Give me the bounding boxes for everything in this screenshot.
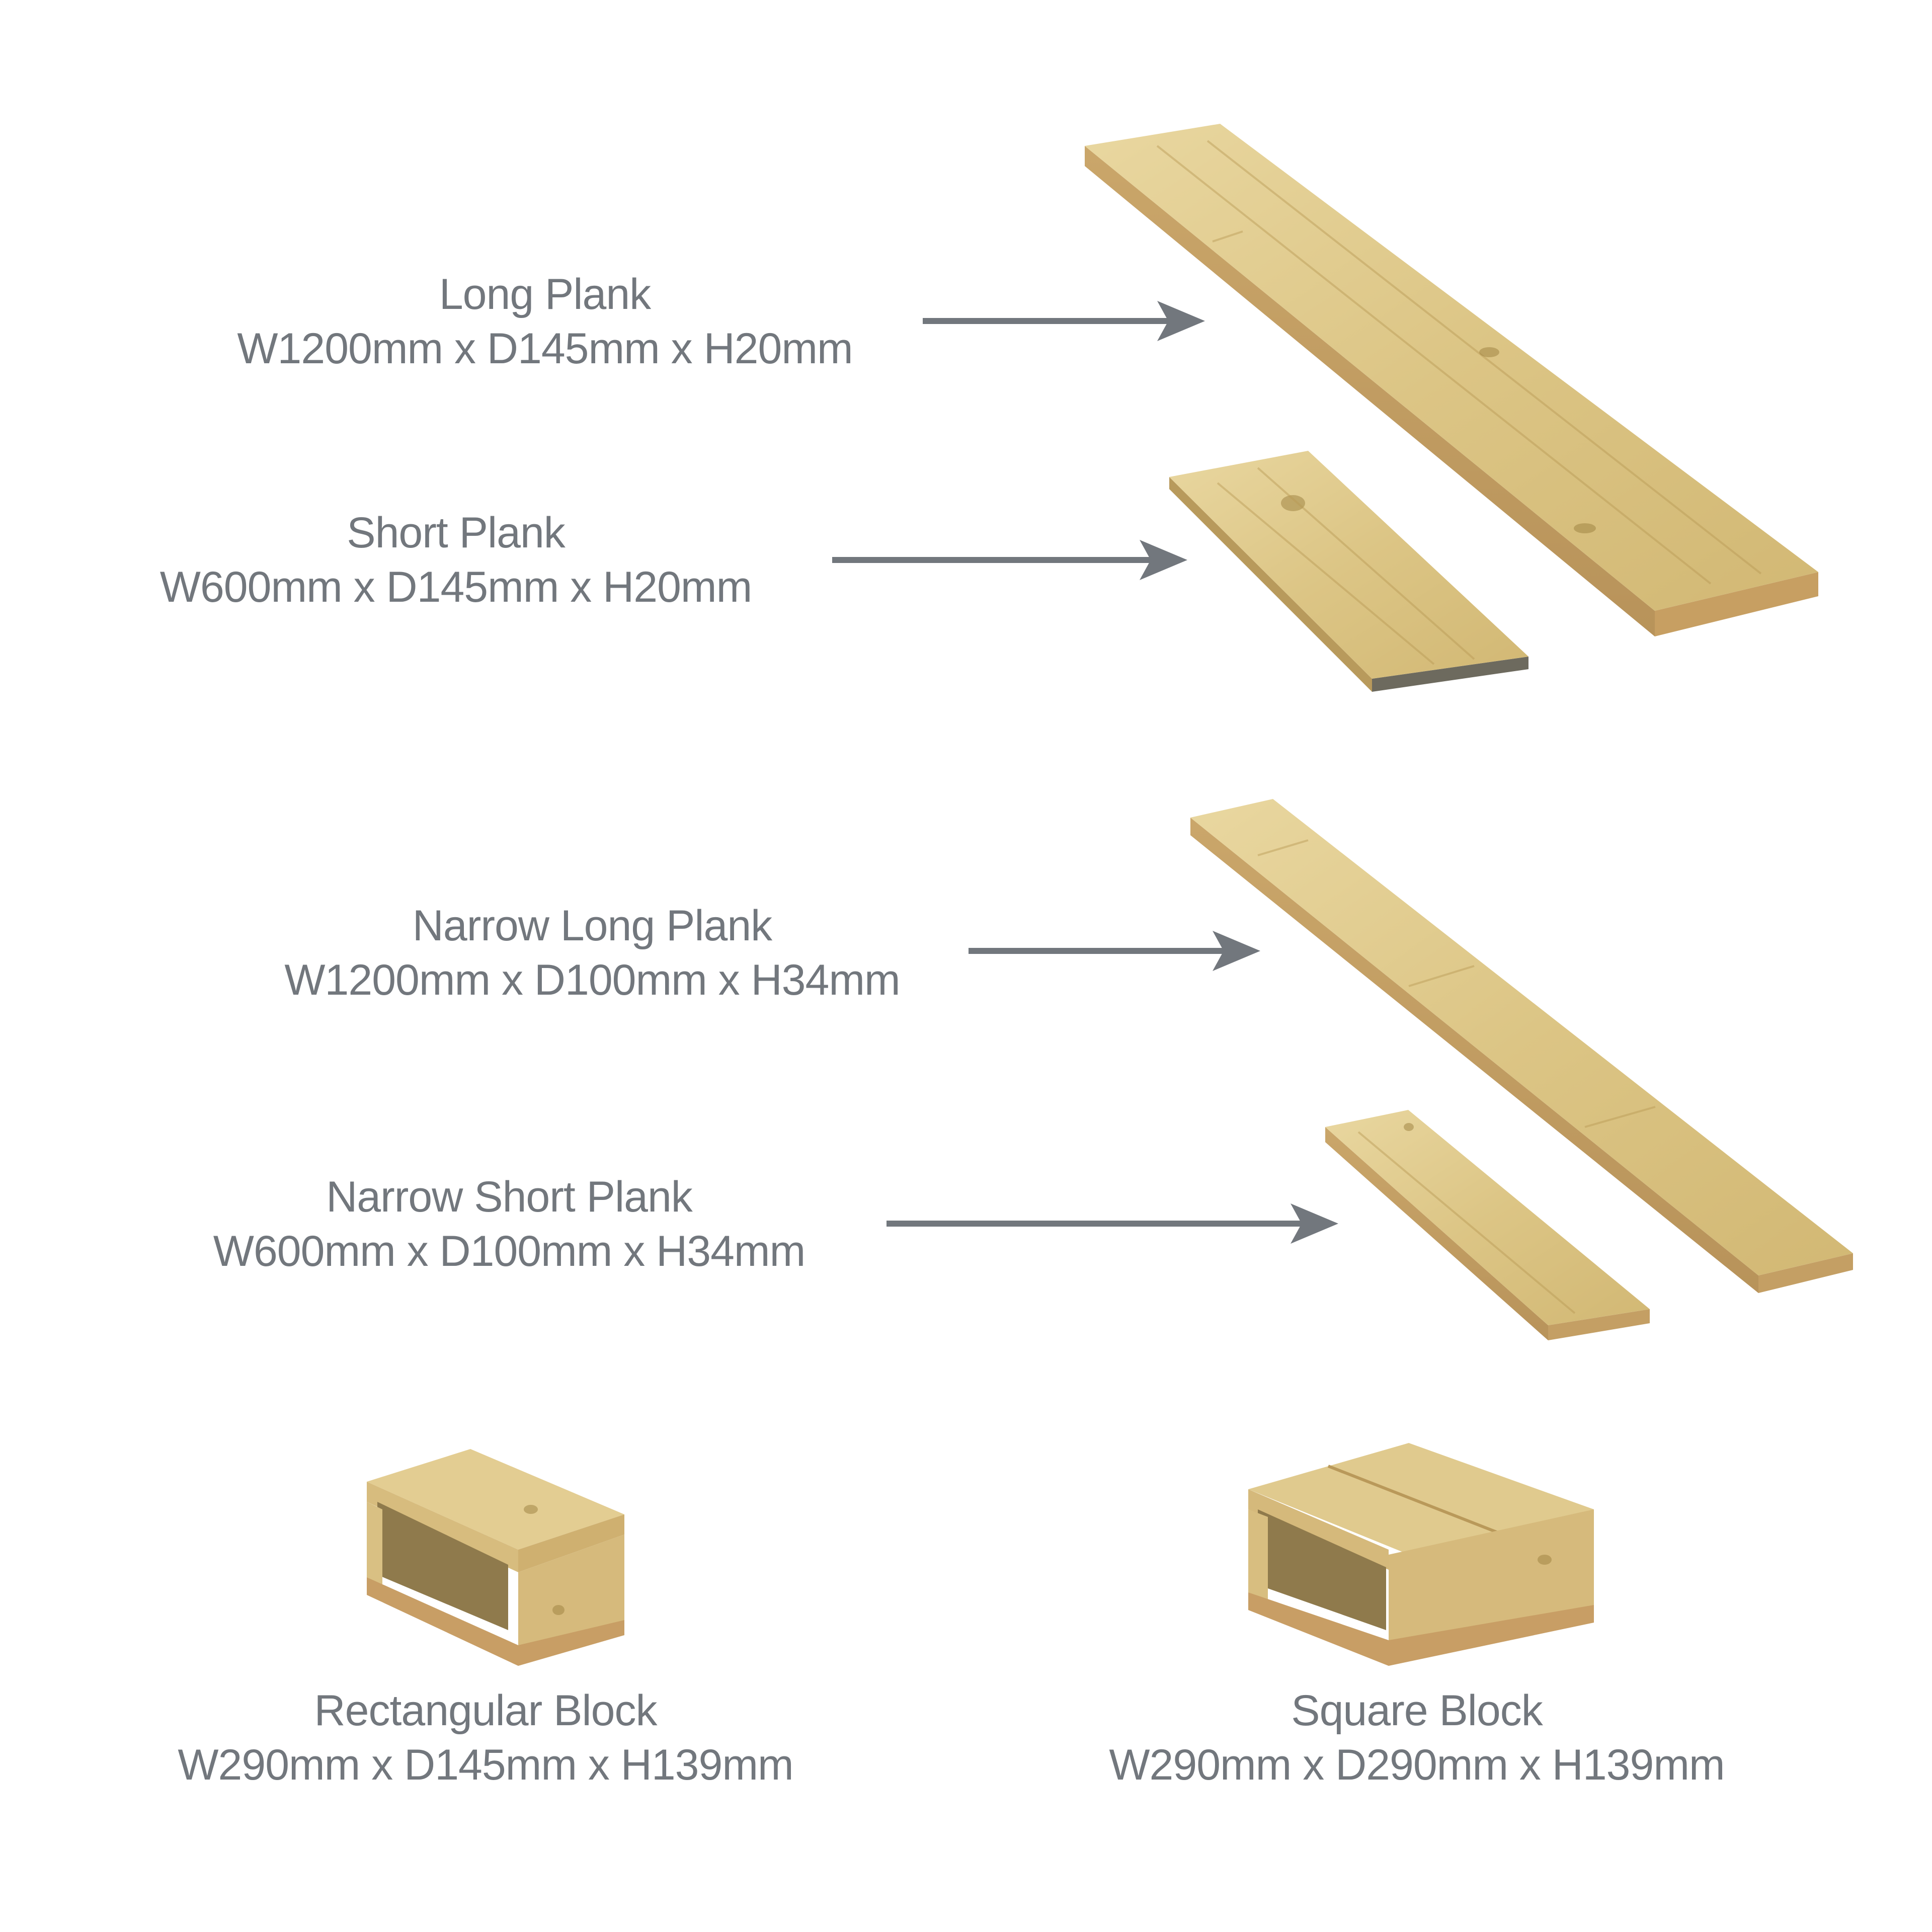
long-plank-name: Long Plank <box>439 270 652 318</box>
square-block-name: Square Block <box>1291 1686 1544 1735</box>
arrow-icon <box>832 540 1187 580</box>
narrow-short-plank-name: Narrow Short Plank <box>326 1173 693 1221</box>
narrow-long-plank-group: Narrow Long Plank W1200mm x D100mm x H34… <box>284 799 1853 1293</box>
narrow-long-plank-image <box>1190 799 1853 1293</box>
narrow-short-plank-image <box>1325 1110 1650 1340</box>
arrow-icon <box>887 1203 1338 1244</box>
arrow-icon <box>969 931 1260 971</box>
square-block-dims: W290mm x D290mm x H139mm <box>1109 1741 1724 1789</box>
long-plank-dims: W1200mm x D145mm x H20mm <box>237 325 852 373</box>
rectangular-block-group: Rectangular Block W290mm x D145mm x H139… <box>178 1449 794 1789</box>
rectangular-block-name: Rectangular Block <box>314 1686 658 1735</box>
square-block-image <box>1248 1443 1594 1666</box>
rectangular-block-image <box>367 1449 624 1666</box>
square-block-group: Square Block W290mm x D290mm x H139mm <box>1109 1443 1725 1789</box>
long-plank-group: Long Plank W1200mm x D145mm x H20mm <box>237 124 1818 636</box>
long-plank-image <box>1085 124 1818 636</box>
short-plank-image <box>1169 451 1528 692</box>
rectangular-block-dims: W290mm x D145mm x H139mm <box>178 1741 793 1789</box>
arrow-icon <box>923 301 1205 341</box>
narrow-short-plank-dims: W600mm x D100mm x H34mm <box>213 1227 805 1275</box>
narrow-long-plank-dims: W1200mm x D100mm x H34mm <box>284 956 900 1004</box>
short-plank-dims: W600mm x D145mm x H20mm <box>160 563 752 611</box>
short-plank-group: Short Plank W600mm x D145mm x H20mm <box>160 451 1528 692</box>
short-plank-name: Short Plank <box>347 509 566 557</box>
narrow-long-plank-name: Narrow Long Plank <box>413 902 773 950</box>
narrow-short-plank-group: Narrow Short Plank W600mm x D100mm x H34… <box>213 1110 1650 1340</box>
